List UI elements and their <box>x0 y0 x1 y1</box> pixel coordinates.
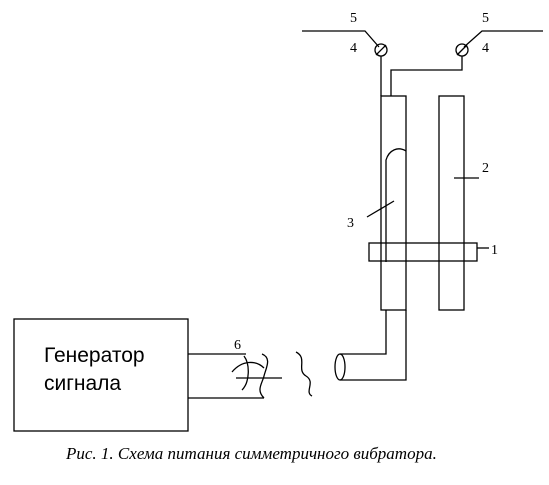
feed-line-left <box>302 30 380 48</box>
terminal-right <box>455 43 469 57</box>
vibrator-arm-left <box>380 95 407 311</box>
generator-label-line1: Генератор <box>44 344 145 367</box>
cable-6 <box>188 353 269 399</box>
cable-inner <box>385 148 407 262</box>
cable-break-mark <box>295 351 313 397</box>
clamp-plate <box>368 242 478 262</box>
feed-line-right <box>463 30 543 48</box>
cable-6-twist <box>231 355 282 391</box>
figure-caption: Рис. 1. Схема питания симметричного вибр… <box>66 444 437 463</box>
label-terminal-right: 4 <box>482 41 489 56</box>
lead-right <box>390 56 463 96</box>
leader-arm-left <box>366 200 395 218</box>
signal-generator-box <box>13 318 189 432</box>
generator-label-line2: сигнала <box>44 372 121 395</box>
label-terminal-left: 4 <box>350 41 357 56</box>
terminal-left <box>374 43 388 57</box>
label-clamp: 1 <box>491 243 498 258</box>
cable-end <box>334 353 346 381</box>
label-line-right: 5 <box>482 11 489 26</box>
vibrator-arm-right <box>438 95 465 311</box>
label-arm-right: 2 <box>482 161 489 176</box>
label-arm-left: 3 <box>347 216 354 231</box>
cable-bend <box>340 310 407 381</box>
label-line-left: 5 <box>350 11 357 26</box>
label-cable: 6 <box>234 338 241 353</box>
